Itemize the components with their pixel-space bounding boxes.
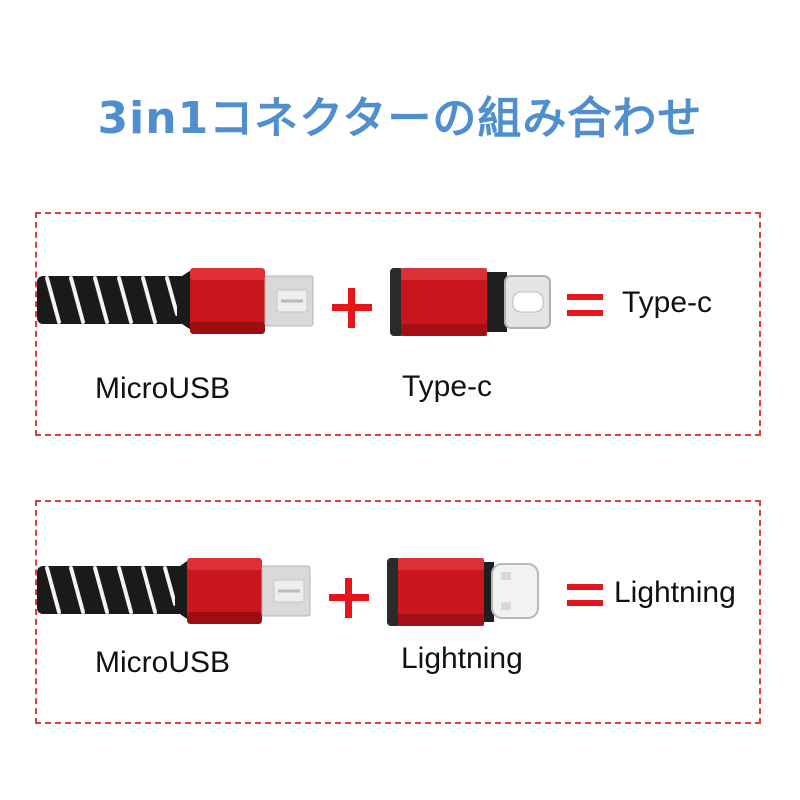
base-connector-label: MicroUSB [95,646,231,679]
adapter-label: Lightning [401,642,523,675]
result-label: Type-c [622,286,713,319]
result-label: Lightning [614,576,736,609]
equals-icon [567,294,603,318]
type-c-adapter-icon [390,268,551,336]
micro-usb-cable-icon [37,268,314,334]
micro-usb-cable-icon [37,558,311,624]
connector-illustration [37,268,551,336]
base-connector-label: MicroUSB [95,372,231,405]
adapter-label: Type-c [402,370,493,403]
plus-icon [329,578,369,618]
page-title: 3in1コネクターの組み合わせ [97,93,703,144]
lightning-adapter-icon [387,558,539,626]
combination-panel-type-c: Type-c MicroUSB Type-c [35,212,761,436]
connector-illustration [37,558,539,626]
combination-panel-lightning: Lightning MicroUSB Lightning [35,500,761,724]
plus-icon [332,288,372,328]
equals-icon [567,584,603,608]
